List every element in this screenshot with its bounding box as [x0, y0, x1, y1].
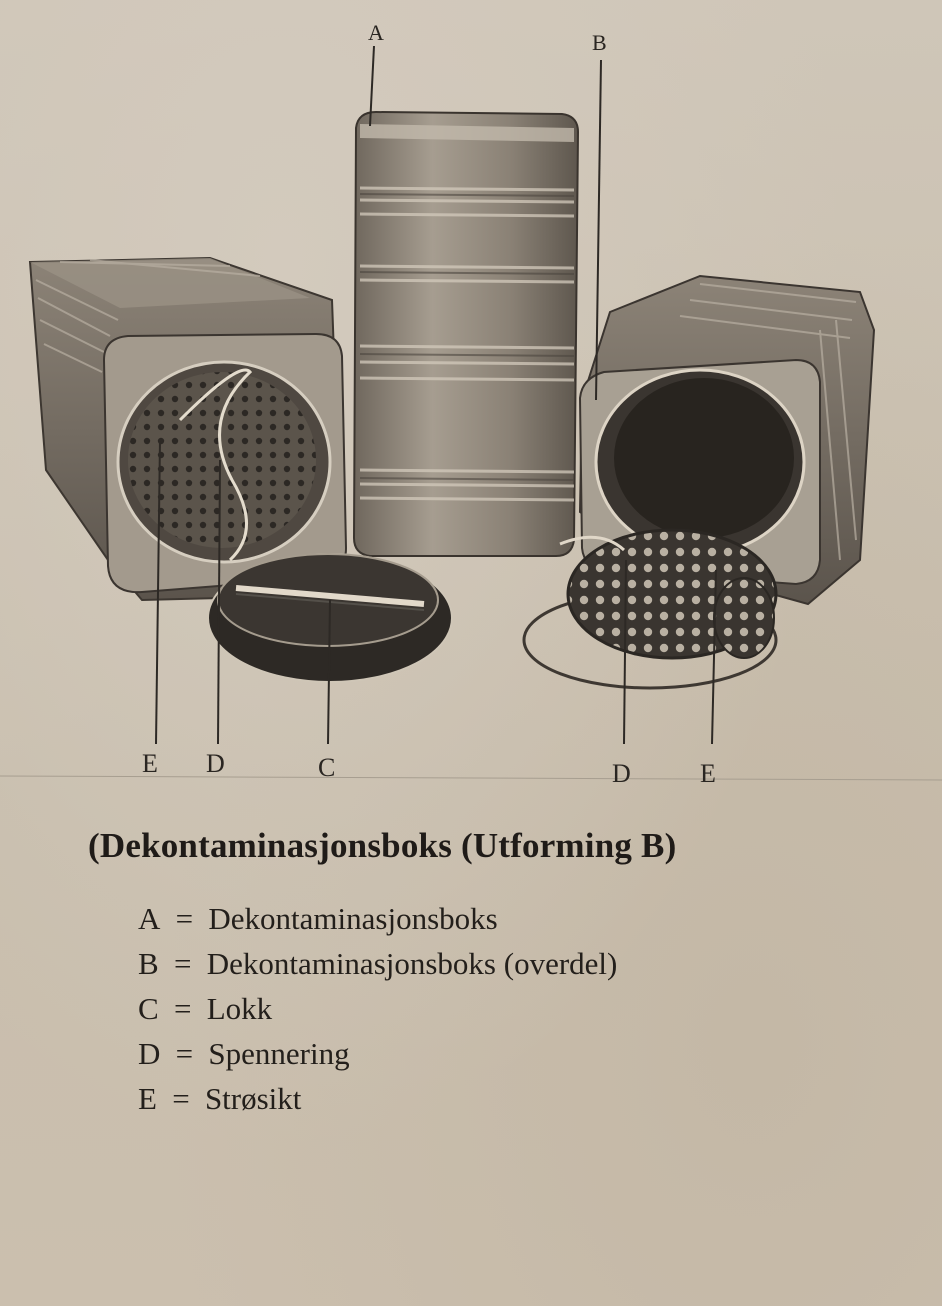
legend-key: D	[138, 1036, 161, 1071]
figure-caption: (Dekontaminasjonsboks (Utforming B)	[88, 826, 677, 865]
legend-item: B = Dekontaminasjonsboks (overdel)	[138, 941, 617, 986]
legend-label: Spennering	[208, 1036, 350, 1071]
legend-key: A	[138, 901, 161, 936]
leader-lines	[155, 45, 717, 745]
legend-key: C	[138, 991, 159, 1026]
callout-d-left: D	[206, 749, 225, 778]
center-can	[352, 110, 580, 557]
legend-label: Dekontaminasjonsboks (overdel)	[206, 946, 618, 981]
legend-label: Dekontaminasjonsboks	[208, 901, 498, 936]
callout-d-right: D	[612, 759, 631, 788]
callout-a: A	[368, 20, 384, 45]
photo-edge	[0, 775, 942, 781]
legend-separator: =	[173, 991, 192, 1026]
legend-label: Lokk	[206, 991, 273, 1026]
legend-key: E	[138, 1081, 157, 1116]
callout-e-right: E	[700, 759, 716, 788]
legend-separator: =	[172, 1081, 190, 1116]
right-can	[578, 274, 876, 606]
mesh-disc-and-ring	[522, 528, 778, 690]
figure-legend: A = Dekontaminasjonsboks B = Dekontaminasjon…	[138, 896, 617, 1121]
product-illustration: A B E D C D E	[0, 20, 942, 788]
legend-item: E = Strøsikt	[138, 1076, 617, 1121]
callout-e-left: E	[142, 749, 158, 778]
legend-item: D = Spennering	[138, 1031, 617, 1076]
legend-separator: =	[175, 1036, 194, 1071]
callout-c: C	[318, 753, 335, 782]
left-can	[28, 256, 348, 602]
legend-separator: =	[173, 946, 192, 981]
legend-item: C = Lokk	[138, 986, 617, 1031]
illustration-svg: A B E D C D E	[0, 20, 942, 788]
legend-key: B	[138, 946, 159, 981]
callout-b: B	[592, 30, 607, 55]
lid-c	[207, 553, 453, 683]
legend-separator: =	[175, 901, 194, 936]
legend-label: Strøsikt	[204, 1081, 302, 1116]
legend-item: A = Dekontaminasjonsboks	[138, 896, 617, 941]
